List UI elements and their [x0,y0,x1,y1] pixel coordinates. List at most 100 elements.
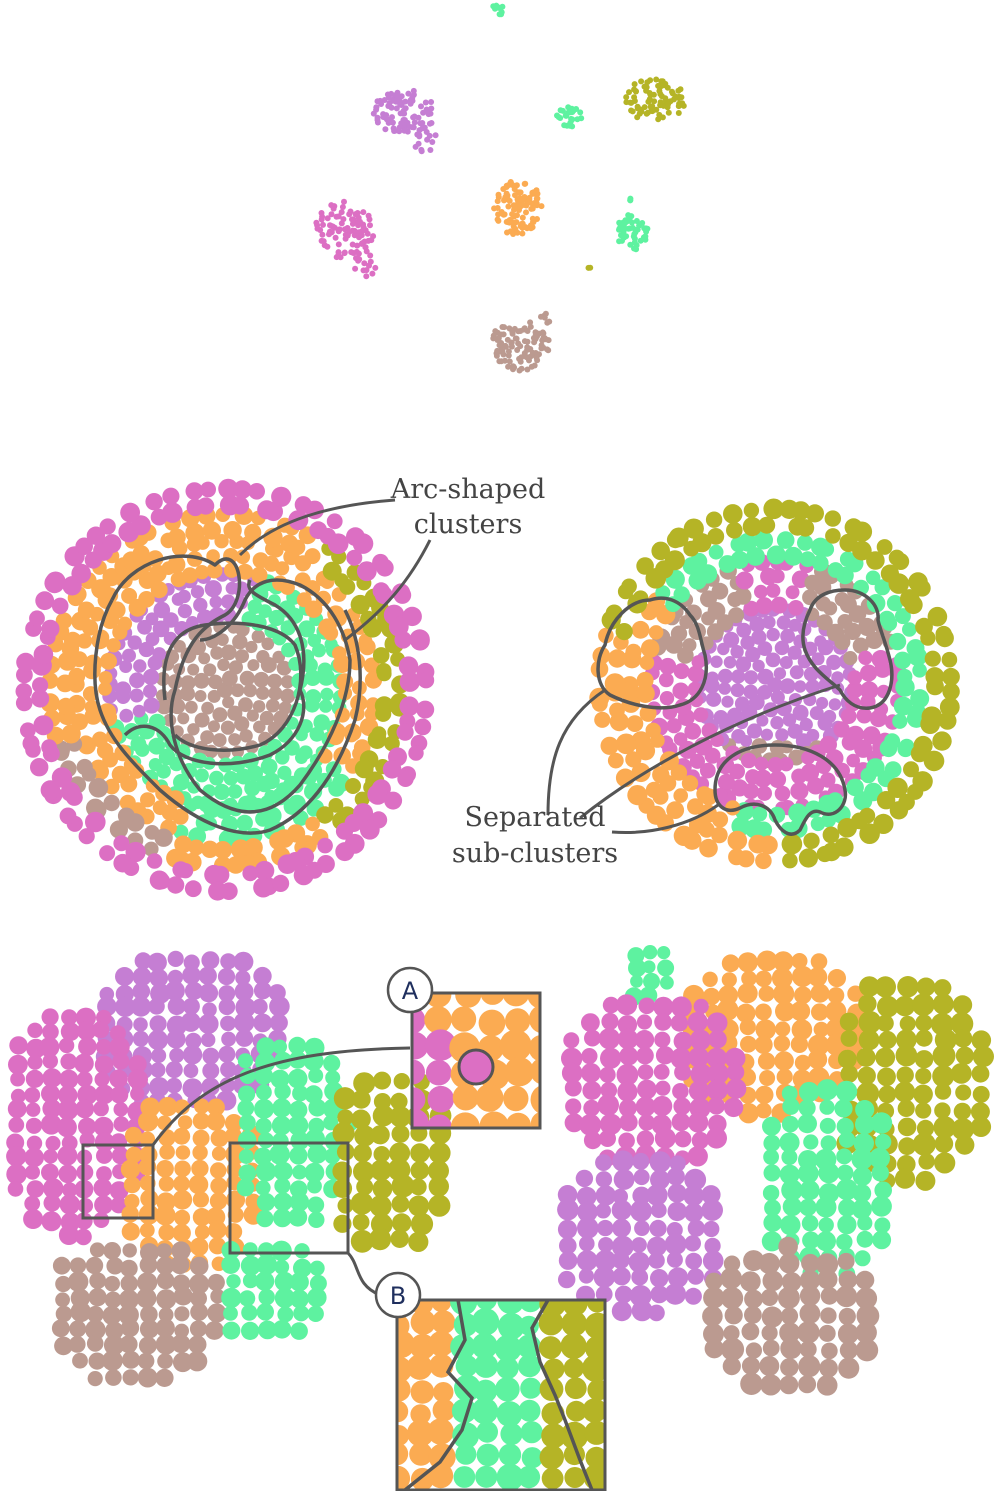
packed-node [893,696,913,716]
packed-node [770,596,788,614]
packed-node [166,1029,186,1049]
scatter-point [623,233,630,240]
scatter-point [627,241,634,248]
packed-node [187,663,200,676]
packed-node [866,551,885,570]
packed-node [39,1037,60,1058]
packed-node [255,1271,275,1291]
packed-node [713,710,729,725]
scatter-point [526,346,533,353]
packed-node [304,697,320,713]
packed-node [144,825,160,840]
packed-node [843,651,858,666]
scatter-point [627,195,634,202]
packed-node [153,601,171,619]
packed-node [894,608,911,625]
packed-node [175,1145,191,1160]
packed-node [156,1243,172,1259]
scatter-point [335,241,342,248]
packed-node [255,811,271,827]
packed-node [782,1197,802,1217]
packed-node [152,647,167,661]
packed-layout-left [6,950,452,1388]
packed-node [702,1250,724,1272]
packed-node [778,1236,798,1257]
packed-node [354,791,370,807]
packed-node [158,1129,176,1147]
zoom-node [560,1332,587,1360]
scatter-point [335,213,342,220]
packed-node [745,646,761,663]
packed-node [836,1117,854,1135]
zoom-node [587,1379,605,1401]
badge-a-label: A [402,977,419,1005]
packed-node [557,1219,578,1239]
packed-node [790,781,809,801]
scatter-point [402,105,409,112]
scatter-point [360,209,367,216]
packed-node [148,758,162,772]
scatter-point [574,116,581,123]
scatter-point [643,84,650,91]
packed-node [223,771,239,786]
packed-node [723,1255,741,1272]
packed-node [396,723,414,741]
packed-node [781,1149,798,1166]
circular-layout-right [589,498,960,870]
packed-node [253,981,272,1000]
packed-node [598,1237,614,1253]
packed-node [915,1067,932,1085]
packed-node [657,959,675,977]
zoom-node [473,1353,499,1378]
scatter-point [328,211,335,218]
packed-node [137,1352,155,1370]
packed-node [611,1199,632,1221]
scatter-point [524,366,531,373]
packed-node [852,1166,873,1186]
scatter-point [519,224,526,231]
packed-node [221,1287,242,1308]
packed-node [894,1081,916,1103]
packed-node [558,1270,576,1289]
packed-node [213,841,232,859]
packed-node [811,1003,829,1021]
packed-node [137,1367,158,1388]
packed-node [204,580,222,598]
packed-node [651,541,670,561]
arc-label-line1: Arc-shaped [390,474,546,505]
packed-node [269,996,290,1017]
packed-node [834,634,851,650]
packed-node [267,673,283,689]
scatter-point [372,264,379,271]
packed-node [860,767,877,784]
packed-node [33,644,54,665]
packed-node [757,641,773,656]
zoom-node [454,1374,481,1402]
packed-node [237,1053,253,1069]
packed-node [816,665,832,681]
zoom-node [452,1422,480,1449]
packed-node [910,744,929,763]
packed-node [202,1002,217,1017]
scatter-point [627,225,634,232]
packed-node [838,1357,860,1379]
packed-node [924,650,941,667]
packed-node [10,1071,25,1087]
sub-label-line2: sub-clusters [452,838,618,869]
packed-node [210,1177,228,1195]
packed-node [277,1306,294,1323]
packed-node [397,770,414,787]
packed-node [121,1222,140,1241]
scatter-point [520,202,526,208]
packed-node [109,1181,129,1200]
packed-node [630,974,643,988]
packed-node [345,778,361,794]
zoom-node [479,1111,509,1128]
packed-node [327,533,349,554]
packed-node [164,980,185,1001]
scatter-point [505,352,512,359]
scatter-point [384,91,391,98]
packed-node [60,1022,80,1042]
packed-node [125,1146,143,1164]
scatter-point [357,218,363,225]
